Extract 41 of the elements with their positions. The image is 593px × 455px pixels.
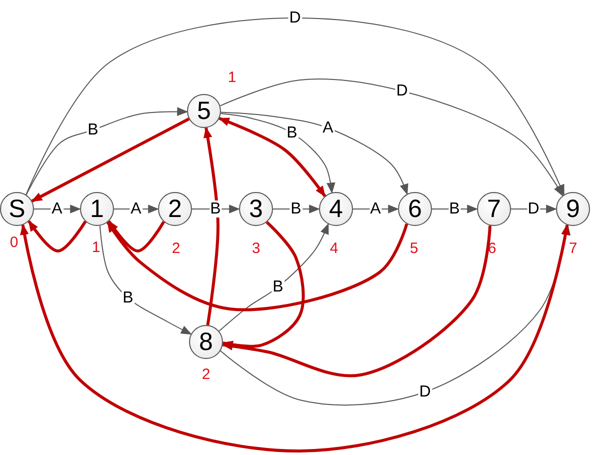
thick-arrow — [108, 220, 166, 252]
arrow — [220, 113, 336, 194]
state-number: 3 — [252, 241, 260, 257]
edge-label: B — [272, 278, 284, 296]
arrow — [272, 204, 320, 214]
thick-arrow — [28, 220, 87, 252]
thick-arrow — [222, 225, 492, 378]
state-circle: 4 — [319, 192, 353, 226]
arrow — [26, 18, 564, 196]
arrow — [218, 223, 329, 332]
thick-arrow — [31, 118, 190, 202]
state-number: 2 — [202, 367, 210, 383]
thick-arrow — [222, 221, 305, 350]
state-number: 4 — [330, 241, 338, 257]
state-circle: 8 — [189, 325, 223, 359]
state-number: 1 — [228, 70, 236, 86]
thick-arrow — [106, 221, 408, 312]
thick-arrow — [218, 116, 326, 198]
arrow — [99, 225, 192, 335]
state-circle: 5 — [187, 94, 221, 128]
state-number: 6 — [488, 241, 496, 257]
state-number: 7 — [568, 241, 578, 257]
state-number: 5 — [410, 241, 418, 257]
state-circle: 9 — [556, 192, 590, 226]
thick-arrow — [203, 126, 220, 326]
state-circle: 3 — [239, 192, 273, 226]
thick-arrow — [20, 224, 570, 452]
state-number: 0 — [10, 235, 18, 251]
state-number: 1 — [92, 240, 100, 256]
state-circle: 7 — [477, 192, 511, 226]
edge-label: B — [122, 290, 134, 306]
arrow — [220, 78, 564, 196]
state-circle: S — [0, 192, 34, 226]
state-number: 2 — [172, 241, 180, 257]
edge-label: B — [209, 200, 222, 218]
arrow — [432, 204, 478, 214]
state-circle: 2 — [158, 192, 192, 226]
arrow — [26, 107, 188, 196]
state-circle: 6 — [398, 192, 432, 226]
arrow — [220, 112, 408, 195]
state-circle: 1 — [80, 192, 114, 226]
